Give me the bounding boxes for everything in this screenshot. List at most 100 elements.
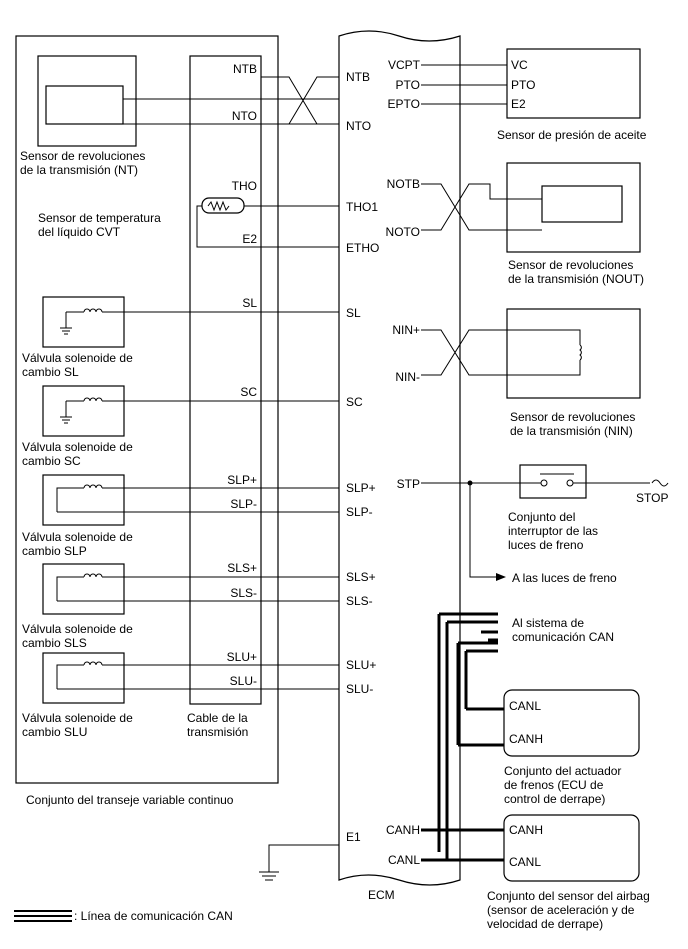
switch-label-2: interruptor de las xyxy=(508,524,598,538)
oil-sensor-label: Sensor de presión de aceite xyxy=(497,128,647,142)
nout-twisted-wires xyxy=(421,183,542,231)
ecm-pin-sls-plus: SLS+ xyxy=(346,570,376,584)
oil-pin-pto: PTO xyxy=(511,78,535,92)
ecm-pin-slu-plus: SLU+ xyxy=(346,658,376,672)
airbag-box xyxy=(503,814,640,882)
ecm-pin-e1: E1 xyxy=(346,830,361,844)
arrow-icon xyxy=(496,573,506,581)
oil-pin-vc: VC xyxy=(511,58,528,72)
sc-valve-label-2: cambio SC xyxy=(22,454,81,468)
oil-pin-e2: E2 xyxy=(511,97,526,111)
to-brake-lights-wire xyxy=(469,483,496,578)
stp-wire xyxy=(421,473,669,487)
ecm-label: ECM xyxy=(368,888,395,902)
sl-coil-wire xyxy=(60,308,339,335)
cable-pin-nto: NTO xyxy=(232,109,257,123)
sls-valve-label-1: Válvula solenoide de xyxy=(22,622,133,636)
cable-pin-ntb: NTB xyxy=(233,62,257,76)
ntb-twisted-wires xyxy=(261,76,339,125)
thermistor-wires xyxy=(196,200,339,248)
slu-coil-wire xyxy=(56,661,339,690)
nt-wires xyxy=(123,98,339,125)
cable-pin-sc: SC xyxy=(240,385,257,399)
ecm-pin-stp: STP xyxy=(397,477,420,491)
ground-symbol xyxy=(259,844,339,881)
cvt-temp-label-1: Sensor de temperatura xyxy=(38,211,161,225)
stop-switch-box xyxy=(519,464,587,499)
slp-valve-label-1: Válvula solenoide de xyxy=(22,530,133,544)
nt-sensor-label-2: de la transmisión (NT) xyxy=(20,163,138,177)
slu-valve-label-2: cambio SLU xyxy=(22,725,87,739)
ecm-box xyxy=(338,30,461,886)
can-bus-lines xyxy=(421,612,504,862)
brake-label-3: control de derrape) xyxy=(504,792,605,806)
sls-valve-box xyxy=(42,563,125,615)
ecm-pin-sc: SC xyxy=(346,395,363,409)
nout-label-1: Sensor de revoluciones xyxy=(508,258,633,272)
sl-valve-label-1: Válvula solenoide de xyxy=(22,351,133,365)
sls-valve-label-2: cambio SLS xyxy=(22,636,87,650)
nin-label-1: Sensor de revoluciones xyxy=(510,410,635,424)
sc-coil-wire xyxy=(60,397,339,424)
cable-label-1: Cable de la xyxy=(187,711,248,725)
slu-valve-box xyxy=(42,652,125,704)
slu-valve-label-1: Válvula solenoide de xyxy=(22,711,133,725)
stop-label: STOP xyxy=(636,491,668,505)
ecm-pin-sls-minus: SLS- xyxy=(346,594,373,608)
ecm-pin-canh: CANH xyxy=(386,823,420,837)
sl-valve-box xyxy=(42,296,125,348)
ecm-pin-vcpt: VCPT xyxy=(388,58,421,72)
brake-pin-canh: CANH xyxy=(509,732,543,746)
ecm-pin-epto: EPTO xyxy=(388,97,420,111)
oil-sensor-box xyxy=(506,48,641,119)
slp-valve-label-2: cambio SLP xyxy=(22,544,87,558)
can-system-label-2: comunicación CAN xyxy=(512,630,614,644)
brake-actuator-box xyxy=(503,689,640,757)
sc-valve-label-1: Válvula solenoide de xyxy=(22,440,133,454)
cable-pin-tho: THO xyxy=(232,179,257,193)
switch-label-1: Conjunto del xyxy=(508,510,575,524)
transmission-cable-box xyxy=(189,55,262,705)
cable-pin-slu-plus: SLU+ xyxy=(227,650,257,664)
brake-label-2: de frenos (ECU de xyxy=(504,778,604,792)
cable-pin-slu-minus: SLU- xyxy=(230,674,257,688)
cable-label-2: transmisión xyxy=(187,725,248,739)
ecm-pin-canl: CANL xyxy=(388,853,420,867)
brake-label-1: Conjunto del actuador xyxy=(504,764,621,778)
nin-sensor-box xyxy=(506,308,641,399)
ecm-pin-nin-plus: NIN+ xyxy=(392,323,420,337)
cable-pin-slp-plus: SLP+ xyxy=(227,473,257,487)
ecm-pin-pto: PTO xyxy=(396,78,420,92)
legend-can-line xyxy=(14,910,72,922)
to-lights-label: A las luces de freno xyxy=(512,571,617,585)
nout-label-2: de la transmisión (NOUT) xyxy=(508,272,644,286)
ecm-pin-noto: NOTO xyxy=(386,225,420,239)
sl-valve-label-2: cambio SL xyxy=(22,365,79,379)
ecm-pin-ntb: NTB xyxy=(346,70,370,84)
cable-pin-sls-plus: SLS+ xyxy=(227,561,257,575)
cvt-temp-label-2: del líquido CVT xyxy=(38,225,121,239)
cable-pin-sl: SL xyxy=(242,296,257,310)
switch-label-3: luces de freno xyxy=(508,538,584,552)
sc-valve-box xyxy=(42,385,125,437)
slp-coil-wire xyxy=(56,484,339,513)
airbag-pin-canl: CANL xyxy=(509,855,541,869)
slp-valve-box xyxy=(42,474,125,526)
airbag-label-3: velocidad de derrape) xyxy=(487,917,603,931)
airbag-pin-canh: CANH xyxy=(509,823,543,837)
sls-coil-wire xyxy=(56,573,339,602)
nout-sensor-element xyxy=(541,185,623,223)
cable-pin-e2: E2 xyxy=(242,232,257,246)
cable-pin-sls-minus: SLS- xyxy=(230,586,257,600)
legend-label: : Línea de comunicación CAN xyxy=(74,909,233,923)
cable-pin-slp-minus: SLP- xyxy=(230,497,257,511)
nt-sensor-element xyxy=(45,85,124,125)
nin-label-2: de la transmisión (NIN) xyxy=(510,424,633,438)
oil-sensor-wires xyxy=(421,64,507,105)
airbag-label-1: Conjunto del sensor del airbag xyxy=(487,889,650,903)
can-system-label-1: Al sistema de xyxy=(512,616,584,630)
ecm-pin-slu-minus: SLU- xyxy=(346,682,373,696)
ecm-pin-slp-plus: SLP+ xyxy=(346,481,376,495)
